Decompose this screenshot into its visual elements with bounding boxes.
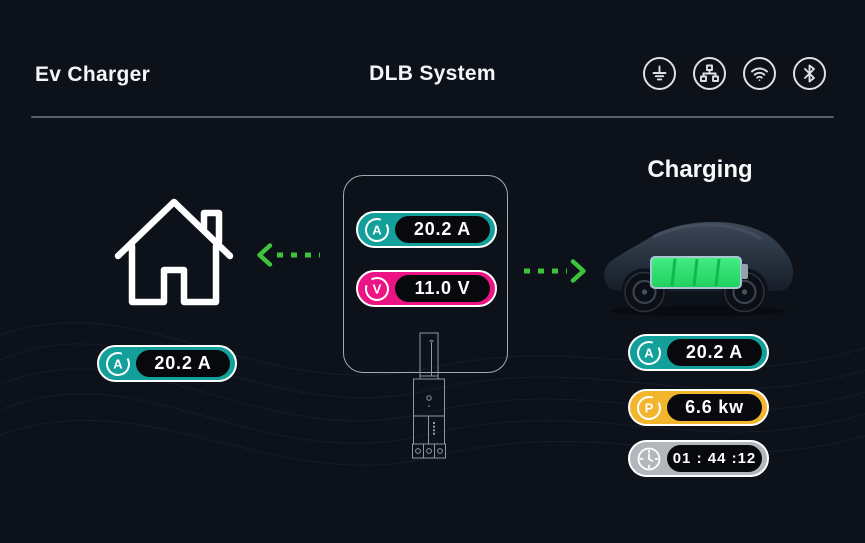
power-icon: P [637,395,661,420]
page-title: DLB System [369,62,496,85]
ethernet-icon [700,64,719,82]
ground-icon [652,65,667,81]
arrow-to-house [257,243,320,267]
ampere-icon: A [637,340,661,365]
house-icon [114,198,234,306]
ampere-icon: A [106,351,130,376]
svg-text:P: P [645,400,654,415]
ethernet-status-icon[interactable] [693,57,726,90]
dlb-voltage-badge: V 11.0 V [356,270,497,307]
clock-icon [637,447,661,470]
dlb-voltage-value: 11.0 V [395,275,490,302]
header-divider [31,116,834,118]
svg-text:A: A [372,222,382,237]
svg-text:A: A [644,345,654,360]
bluetooth-status-icon[interactable] [793,57,826,90]
dlb-current-badge: A 20.2 A [356,211,497,248]
battery-indicator [650,256,748,289]
battery-tab [741,264,748,279]
house-current-value: 20.2 A [136,350,230,377]
svg-text:A: A [113,356,123,371]
house-current-badge: A 20.2 A [97,345,237,382]
dlb-meter-device [412,332,446,459]
ev-current-badge: A 20.2 A [628,334,769,371]
app-title: Ev Charger [35,63,151,86]
ground-status-icon[interactable] [643,57,676,90]
ev-current-value: 20.2 A [667,339,762,366]
ev-vehicle [604,221,794,316]
volt-icon: V [365,276,389,301]
ampere-icon: A [365,217,389,242]
arrow-to-vehicle [524,259,586,283]
charging-status-label: Charging [647,156,753,183]
dlb-panel [343,175,508,373]
roofline-highlight [652,223,762,241]
dlb-current-value: 20.2 A [395,216,490,243]
ev-power-badge: P 6.6 kw [628,389,769,426]
svg-text:V: V [373,281,382,296]
wifi-status-icon[interactable] [743,57,776,90]
bluetooth-icon [804,64,815,83]
wifi-icon [751,67,768,81]
ev-charge-time-value: 01 : 44 :12 [667,445,762,472]
ev-power-value: 6.6 kw [667,394,762,421]
ev-charge-time-badge: 01 : 44 :12 [628,440,769,477]
